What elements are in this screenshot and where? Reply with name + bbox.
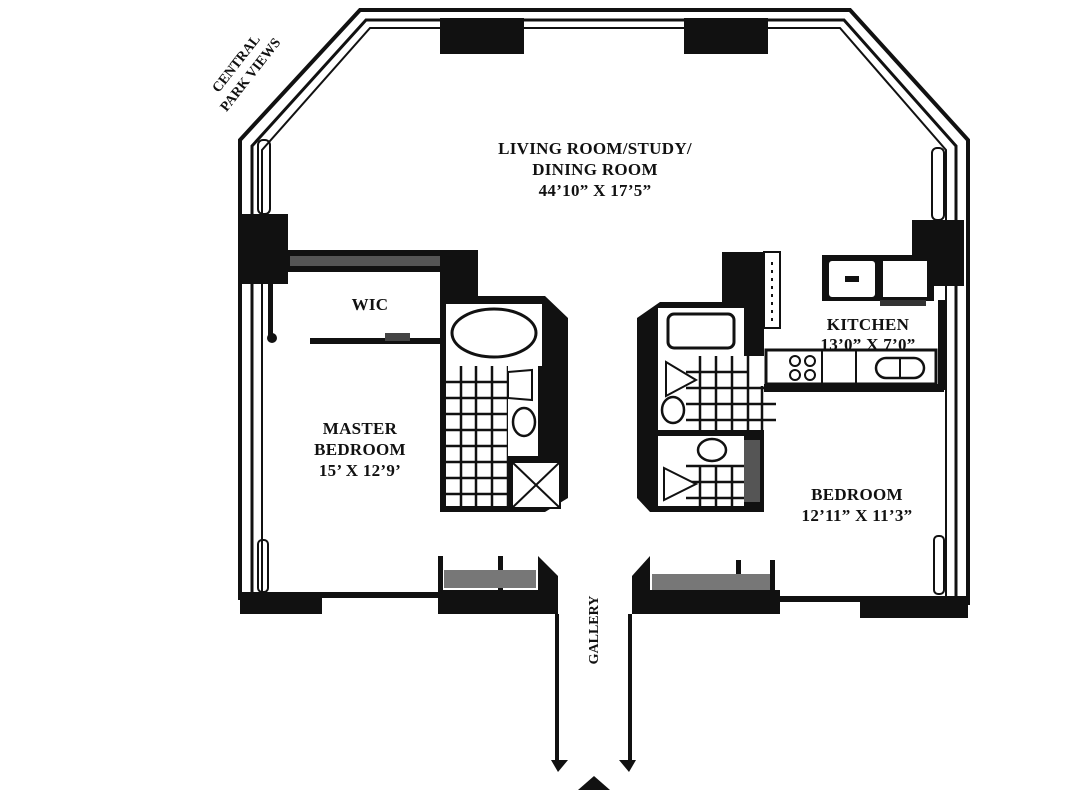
kitchen-label: KITCHEN 13’0” X 7’0” <box>820 315 916 354</box>
master-bathroom <box>440 296 568 512</box>
bottom-walls <box>240 556 968 790</box>
radiator-left-upper <box>257 139 271 215</box>
sink-second <box>660 395 686 425</box>
radiator-right-upper <box>931 147 945 221</box>
bathtub-second <box>666 312 736 350</box>
sink-powder <box>696 437 728 463</box>
toilet-master <box>507 368 533 402</box>
bedroom-label: BEDROOM 12’11” X 11’3” <box>801 485 913 525</box>
cooktop <box>789 355 816 381</box>
master-bedroom-label: MASTER BEDROOM 15’ X 12’9’ <box>314 419 406 480</box>
toilet-powder <box>663 466 699 502</box>
bathtub-master <box>450 307 538 359</box>
toilet-second <box>665 360 699 398</box>
interior-walls-left <box>267 250 478 344</box>
pantry <box>881 259 929 299</box>
column-top-right <box>684 18 768 54</box>
wic-label: WIC <box>351 295 389 314</box>
sink-master <box>511 406 537 438</box>
radiator-right-lower <box>933 535 945 595</box>
kitchen-fixtures <box>763 251 946 392</box>
entry-arrow <box>578 776 610 790</box>
column-top-left <box>440 18 524 54</box>
living-room-label: LIVING ROOM/STUDY/ DINING ROOM 44’10” X … <box>498 139 692 200</box>
column-left <box>240 214 288 284</box>
second-bathroom <box>637 252 776 512</box>
gallery-label: GALLERY <box>587 595 602 665</box>
